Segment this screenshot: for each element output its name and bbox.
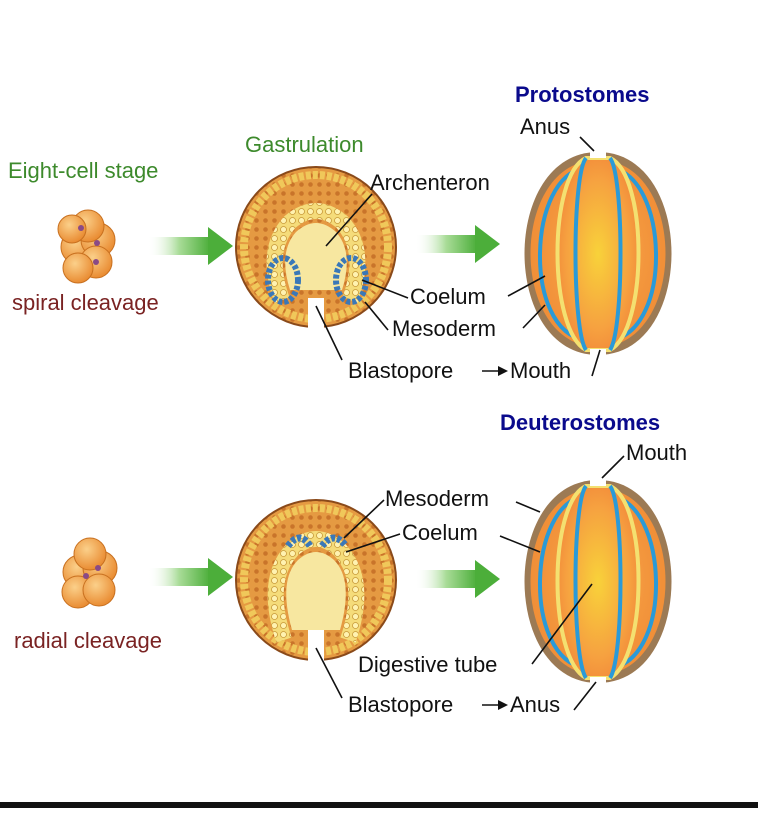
- leader-blastopore-top: [315, 305, 343, 361]
- arrow-head-top-1: [208, 227, 233, 265]
- leader-coelum-bottom-right: [499, 535, 541, 553]
- leader-mouth-top: [591, 349, 601, 377]
- leader-mouth-bottom: [601, 455, 625, 479]
- leader-anus-top: [579, 136, 595, 152]
- leader-mesoderm-bottom-left: [343, 499, 385, 539]
- arrow-blastopore-anus-bottom-head: [498, 700, 508, 710]
- label-anus-top: Anus: [520, 114, 570, 139]
- protostome-body: [524, 146, 672, 359]
- leader-mesoderm-top-left: [364, 301, 389, 331]
- gastrulation-heading: Gastrulation: [245, 132, 364, 157]
- label-anus-bottom: Anus: [510, 692, 560, 717]
- leader-coelum-top-left: [361, 279, 409, 299]
- leader-coelum-top-right: [507, 275, 546, 297]
- label-blastopore-top: Blastopore: [348, 358, 453, 383]
- leader-blastopore-bottom: [315, 647, 343, 699]
- arrow-head-bottom-1: [208, 558, 233, 596]
- arrow-blastopore-mouth-top-head: [498, 366, 508, 376]
- arrow-head-bottom-2: [475, 560, 500, 598]
- eight-cell-embryo-spiral: [57, 209, 116, 284]
- label-coelum-bottom: Coelum: [402, 520, 478, 545]
- arrow-to-deuterostome: [415, 570, 477, 588]
- protostomes-heading: Protostomes: [515, 82, 649, 107]
- label-mesoderm-bottom: Mesoderm: [385, 486, 489, 511]
- label-coelum-top: Coelum: [410, 284, 486, 309]
- label-mesoderm-top: Mesoderm: [392, 316, 496, 341]
- spiral-cleavage-label: spiral cleavage: [12, 290, 159, 315]
- leader-mesoderm-bottom-right: [515, 501, 541, 513]
- bottom-border: [0, 802, 758, 808]
- arrow-to-gastrulation-bottom: [148, 568, 210, 586]
- gastrula-top: [235, 166, 397, 328]
- leader-digestive-tube: [531, 583, 593, 665]
- label-mouth-bottom: Mouth: [626, 440, 687, 465]
- eight-cell-embryo-radial: [61, 537, 118, 609]
- label-mouth-top: Mouth: [510, 358, 571, 383]
- radial-cleavage-label: radial cleavage: [14, 628, 162, 653]
- arrow-head-top-2: [475, 225, 500, 263]
- eight-cell-stage-heading: Eight-cell stage: [8, 158, 158, 183]
- deuterostomes-heading: Deuterostomes: [500, 410, 660, 435]
- leader-anus-bottom: [573, 681, 597, 711]
- deuterostome-body: [524, 474, 672, 687]
- label-blastopore-bottom: Blastopore: [348, 692, 453, 717]
- gastrula-bottom: [235, 499, 397, 662]
- leader-mesoderm-top-right: [522, 304, 546, 329]
- leader-archenteron: [325, 193, 373, 247]
- arrow-to-gastrulation-top: [148, 237, 210, 255]
- arrow-to-protostome: [415, 235, 477, 253]
- label-archenteron: Archenteron: [370, 170, 490, 195]
- label-digestive-tube: Digestive tube: [358, 652, 497, 677]
- leader-coelum-bottom-left: [345, 533, 401, 553]
